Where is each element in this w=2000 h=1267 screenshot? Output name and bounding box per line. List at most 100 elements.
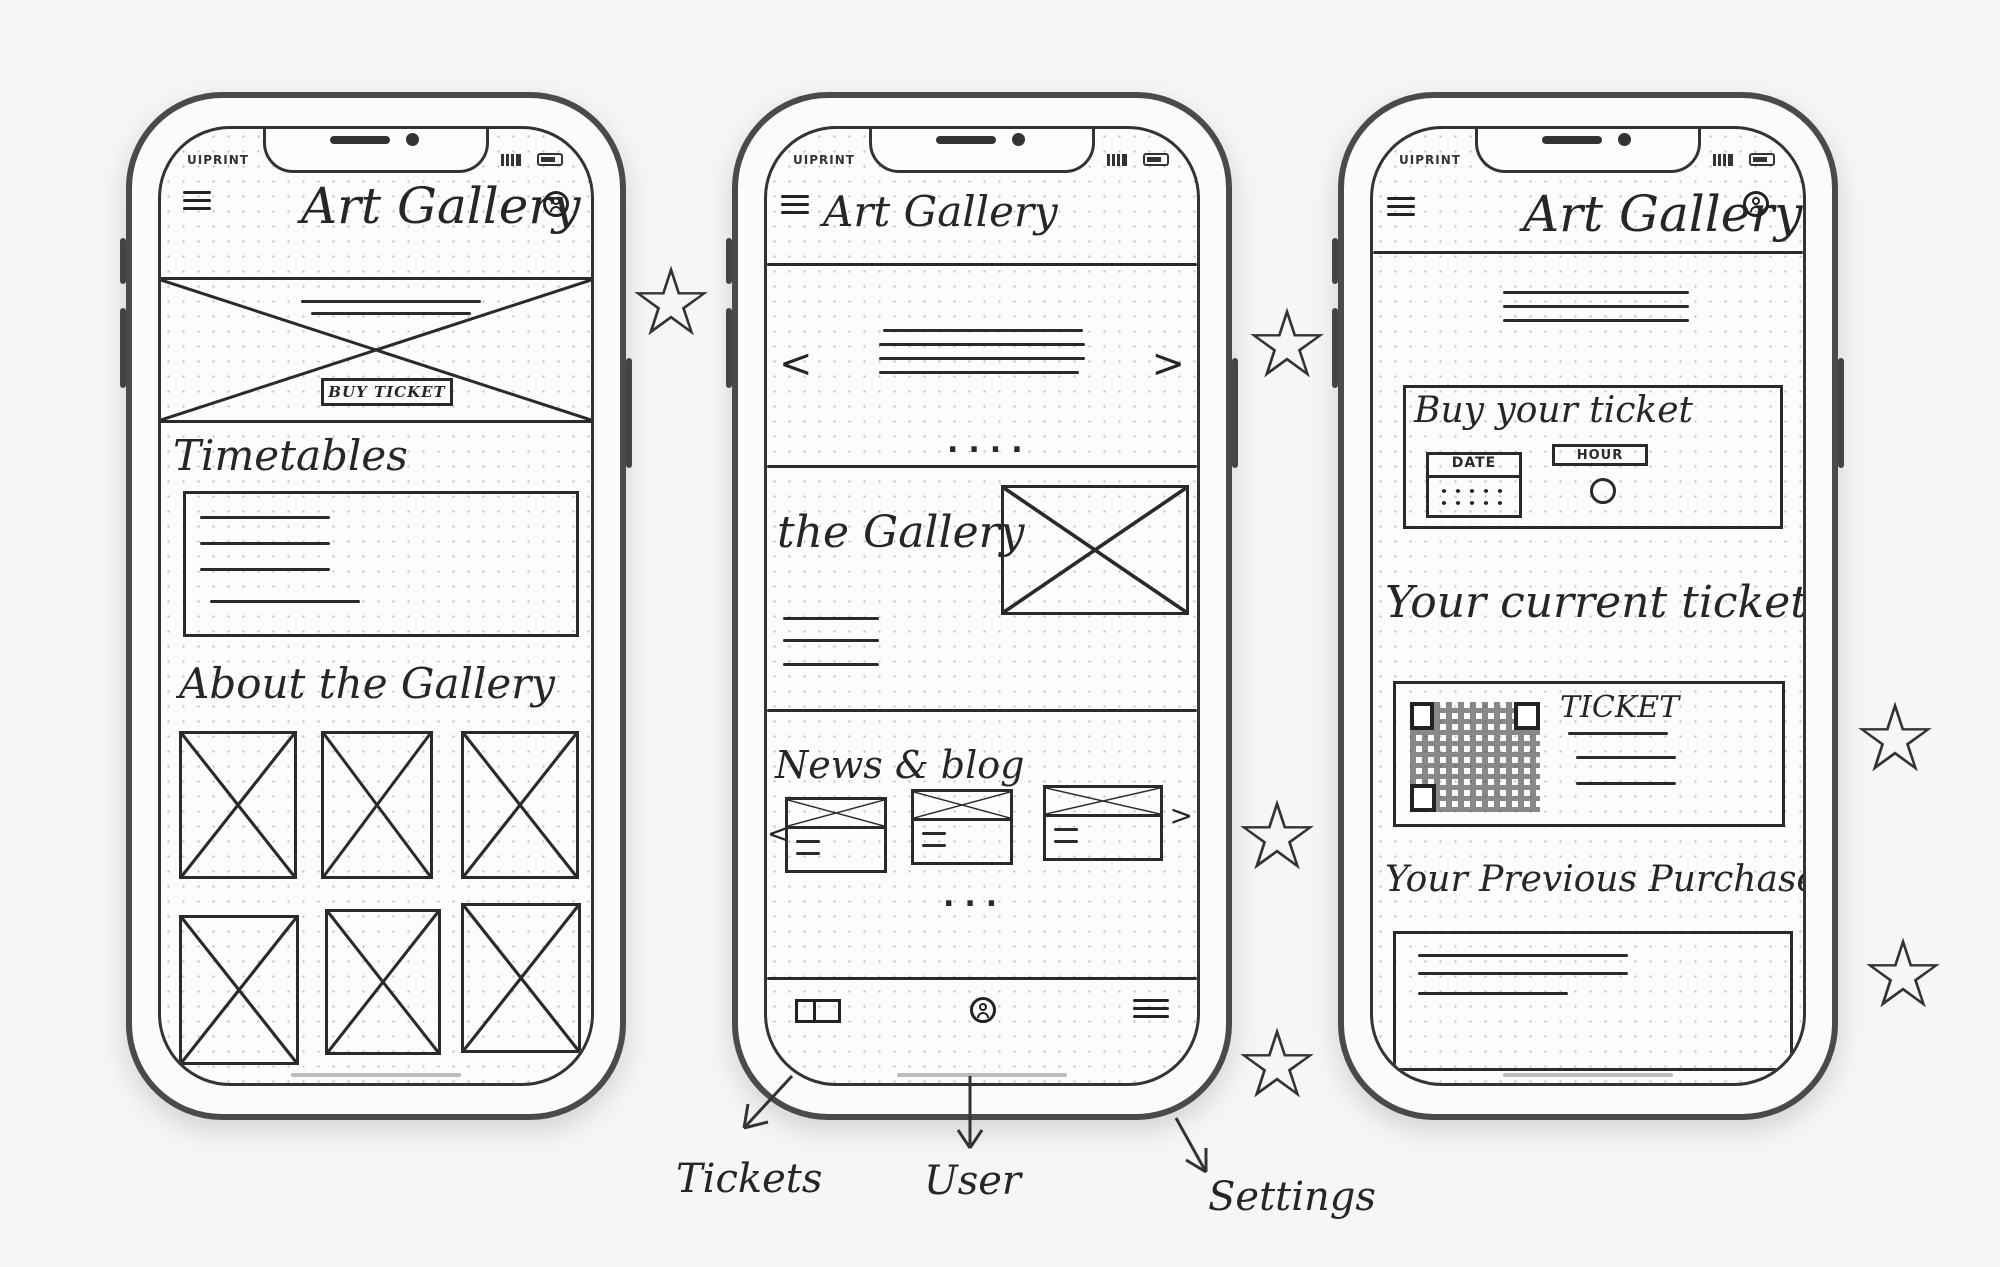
current-ticket-card[interactable]: TICKET [1393, 681, 1785, 827]
news-card[interactable] [785, 797, 887, 873]
app-title: Art Gallery [823, 187, 1058, 236]
annotation-star: ☆ [1234, 1008, 1321, 1120]
timetables-heading: Timetables [173, 431, 408, 480]
hamburger-menu-icon[interactable] [183, 191, 211, 211]
tab-tickets[interactable] [795, 999, 841, 1025]
notch [1475, 129, 1701, 173]
gallery-thumbnail[interactable] [321, 731, 433, 879]
purchase-line [1418, 972, 1628, 975]
purchase-line [1418, 954, 1628, 957]
gallery-image[interactable] [1001, 485, 1189, 615]
hero-heading-line [1503, 305, 1689, 308]
screen-home: UIPRINT Art Gallery BUY TICKET Timetable… [158, 126, 594, 1086]
current-ticket-heading: Your current ticket [1385, 577, 1806, 628]
hamburger-menu-icon[interactable] [1387, 197, 1415, 217]
carousel-heading-line [879, 357, 1085, 360]
signal-icon [1713, 154, 1733, 166]
timetables-card[interactable] [183, 491, 579, 637]
home-indicator [291, 1073, 461, 1077]
carrier-label: UIPRINT [793, 153, 855, 167]
date-picker-label: DATE [1429, 455, 1519, 478]
news-card-line [922, 844, 946, 847]
annotation-user: User [924, 1158, 1022, 1204]
header-divider [767, 263, 1197, 266]
screen-tickets: UIPRINT Art Gallery Buy your ticket DATE… [1370, 126, 1806, 1086]
tab-bar-divider [767, 977, 1197, 980]
side-button [1838, 358, 1844, 468]
timetable-line [200, 516, 330, 519]
annotation-star: ☆ [1852, 682, 1939, 794]
gallery-thumbnail[interactable] [325, 909, 441, 1055]
gallery-text-line [783, 663, 879, 666]
carrier-label: UIPRINT [1399, 153, 1461, 167]
carousel-next-button[interactable]: > [1151, 341, 1185, 387]
news-card[interactable] [911, 789, 1013, 865]
hero-heading-line [1503, 291, 1689, 294]
news-card-image [788, 800, 884, 829]
carousel-heading-line [879, 343, 1085, 346]
buy-ticket-card[interactable]: Buy your ticket DATE HOUR [1403, 385, 1783, 529]
qr-corner [1410, 784, 1436, 812]
hero-heading-line [311, 312, 471, 315]
time-picker[interactable]: HOUR [1552, 444, 1648, 466]
side-button [120, 238, 126, 284]
camera [406, 133, 419, 146]
ticket-icon [795, 999, 841, 1023]
battery-icon [1143, 153, 1169, 166]
gallery-thumbnail[interactable] [179, 915, 299, 1065]
about-heading: About the Gallery [179, 659, 556, 708]
annotation-settings: Settings [1208, 1174, 1376, 1220]
home-indicator [1503, 1073, 1673, 1077]
speaker [1542, 136, 1602, 144]
home-indicator [897, 1073, 1067, 1077]
news-blog-heading: News & blog [775, 743, 1025, 787]
section-divider [767, 709, 1197, 712]
news-prev-button[interactable]: < [767, 817, 791, 850]
qr-corner [1514, 702, 1540, 730]
hamburger-menu-icon[interactable] [781, 195, 809, 215]
clock-icon [1590, 478, 1616, 504]
ticket-info-line [1576, 756, 1676, 759]
news-next-button[interactable]: > [1169, 799, 1193, 832]
date-picker-grid [1437, 485, 1511, 509]
news-card[interactable] [1043, 785, 1163, 861]
user-icon[interactable] [1743, 191, 1769, 217]
purchase-line [1418, 992, 1568, 995]
side-button [626, 358, 632, 468]
buy-ticket-heading: Buy your ticket [1414, 390, 1693, 431]
hero-heading-line [301, 300, 481, 303]
news-card-image [1046, 788, 1160, 817]
gallery-thumbnail[interactable] [461, 731, 579, 879]
carousel-prev-button[interactable]: < [779, 341, 813, 387]
camera [1618, 133, 1631, 146]
gallery-thumbnail[interactable] [461, 903, 581, 1053]
buy-ticket-button[interactable]: BUY TICKET [321, 378, 453, 406]
side-button [1332, 308, 1338, 388]
gallery-text-line [783, 617, 879, 620]
side-button [726, 238, 732, 284]
timetable-line [200, 542, 330, 545]
gallery-text-line [783, 639, 879, 642]
date-picker[interactable]: DATE [1426, 452, 1522, 518]
previous-purchase-card[interactable] [1393, 931, 1793, 1071]
qr-corner [1410, 702, 1434, 730]
signal-icon [501, 154, 521, 166]
carrier-label: UIPRINT [187, 153, 249, 167]
news-card-line [922, 832, 946, 835]
tab-user-icon[interactable] [970, 997, 996, 1023]
gallery-thumbnail[interactable] [179, 731, 297, 879]
buy-ticket-label: BUY TICKET [328, 383, 446, 401]
annotation-tickets: Tickets [676, 1156, 823, 1202]
tab-settings-icon[interactable] [1133, 999, 1169, 1019]
app-title: Art Gallery [301, 177, 581, 235]
header-divider [1373, 251, 1803, 254]
side-button [1232, 358, 1238, 468]
ticket-icon-fold [813, 999, 816, 1023]
section-divider [767, 465, 1197, 468]
phone-frame-1: UIPRINT Art Gallery BUY TICKET Timetable… [120, 92, 632, 1120]
annotation-star: ☆ [1244, 288, 1331, 400]
phone-frame-3: UIPRINT Art Gallery Buy your ticket DATE… [1332, 92, 1844, 1120]
notch [263, 129, 489, 173]
user-icon[interactable] [543, 191, 569, 217]
side-button [120, 308, 126, 388]
